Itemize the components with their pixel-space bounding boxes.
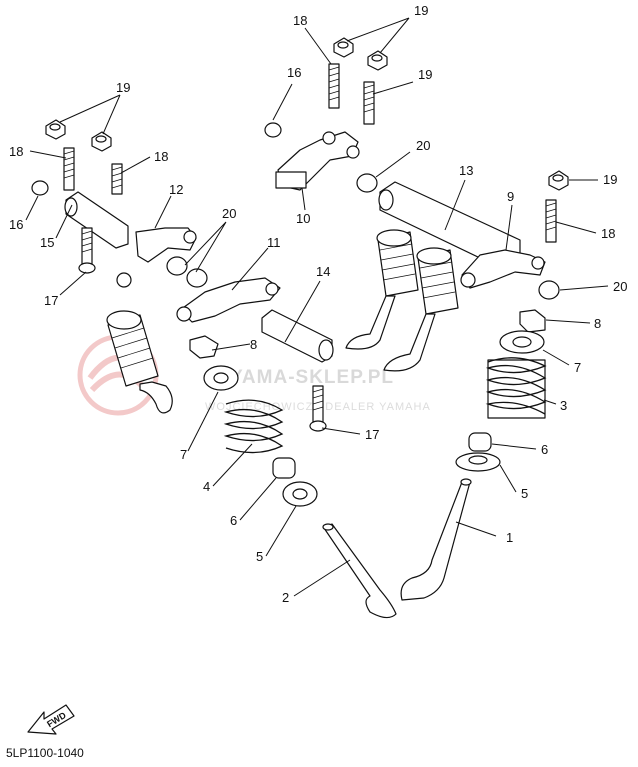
callout-4: 4 bbox=[203, 479, 210, 494]
callout-8-right: 8 bbox=[594, 316, 601, 331]
adjusting-screw-18-right bbox=[545, 199, 557, 243]
callout-19-left: 19 bbox=[116, 80, 130, 95]
rocker-arm-11 bbox=[176, 277, 281, 323]
valve-cotter-8-left bbox=[189, 335, 219, 359]
lock-nut-19-left-b bbox=[91, 131, 112, 152]
callout-18-top: 18 bbox=[293, 13, 307, 28]
bolt-17-left bbox=[78, 227, 96, 274]
callout-17-left: 17 bbox=[44, 293, 58, 308]
spring-retainer-7-right bbox=[499, 330, 545, 354]
callout-10: 10 bbox=[296, 211, 310, 226]
rocker-arm-9 bbox=[460, 249, 546, 289]
leader-lines bbox=[25, 17, 609, 597]
callout-16-left: 16 bbox=[9, 217, 23, 232]
washer-20-left-a bbox=[166, 256, 188, 276]
valve-stem-seal-6-right bbox=[468, 432, 492, 452]
adjusting-screw-18-left-a bbox=[63, 147, 75, 191]
valve-spring-3 bbox=[485, 357, 547, 419]
callout-14: 14 bbox=[316, 264, 330, 279]
o-ring-16-top bbox=[264, 122, 282, 138]
valve-assembly-left bbox=[106, 310, 173, 414]
fwd-arrow: FWD bbox=[27, 704, 75, 735]
callout-18-left-b: 18 bbox=[154, 149, 168, 164]
callout-20-left: 20 bbox=[222, 206, 236, 221]
callout-2: 2 bbox=[282, 590, 289, 605]
callout-13: 13 bbox=[459, 163, 473, 178]
watermark-title: YAMA-SKLEP.PL bbox=[230, 367, 394, 388]
spring-seat-5-left bbox=[282, 481, 318, 507]
exhaust-valve-1 bbox=[400, 478, 472, 601]
callout-8-left: 8 bbox=[250, 337, 257, 352]
callout-3: 3 bbox=[560, 398, 567, 413]
callout-15: 15 bbox=[40, 235, 54, 250]
callout-9: 9 bbox=[507, 189, 514, 204]
rocker-arm-10 bbox=[275, 131, 360, 191]
rocker-shaft-15 bbox=[64, 191, 129, 249]
callout-18-top-b: 19 bbox=[418, 67, 432, 82]
callout-6-right: 6 bbox=[541, 442, 548, 457]
callout-18-right: 18 bbox=[601, 226, 615, 241]
part-code: 5LP1100-1040 bbox=[6, 746, 84, 760]
valve-stem-seal-6-left bbox=[272, 457, 296, 479]
intake-valve-2 bbox=[322, 523, 397, 619]
callout-16-top: 16 bbox=[287, 65, 301, 80]
callout-20-top: 20 bbox=[416, 138, 430, 153]
callout-5-right: 5 bbox=[521, 486, 528, 501]
adjusting-screw-18-top-b bbox=[363, 81, 375, 125]
callout-6-left: 6 bbox=[230, 513, 237, 528]
adjusting-screw-18-top-a bbox=[328, 63, 340, 109]
callout-11: 11 bbox=[267, 235, 281, 250]
lock-nut-19-top-b bbox=[367, 50, 388, 71]
valve-cotter-8-right bbox=[519, 309, 546, 333]
callout-numbers: 19 18 16 19 20 10 13 9 19 18 20 8 7 3 6 … bbox=[9, 3, 627, 605]
spring-retainer-7-left bbox=[203, 365, 239, 391]
callout-7-right: 7 bbox=[574, 360, 581, 375]
washer-20-top bbox=[356, 173, 378, 193]
o-ring-16-left bbox=[31, 180, 49, 196]
valve-spring-4 bbox=[223, 399, 284, 454]
callout-19-top: 19 bbox=[414, 3, 428, 18]
callout-1: 1 bbox=[506, 530, 513, 545]
rocker-shaft-14 bbox=[261, 309, 334, 363]
rocker-arm-12 bbox=[116, 227, 197, 288]
callout-18-left-a: 18 bbox=[9, 144, 23, 159]
lock-nut-19-top-a bbox=[333, 37, 354, 58]
callout-20-right: 20 bbox=[613, 279, 627, 294]
spring-seat-5-right bbox=[455, 452, 501, 472]
callout-17-center: 17 bbox=[365, 427, 379, 442]
washer-20-right bbox=[538, 280, 560, 300]
washer-20-left-b bbox=[186, 268, 208, 288]
callout-12: 12 bbox=[169, 182, 183, 197]
lock-nut-19-right bbox=[548, 170, 569, 191]
callout-7-left: 7 bbox=[180, 447, 187, 462]
bolt-17-center bbox=[309, 385, 327, 432]
callout-5-left: 5 bbox=[256, 549, 263, 564]
valve-assembly-pair bbox=[345, 229, 459, 372]
adjusting-screw-18-left-b bbox=[111, 163, 123, 195]
callout-19-right: 19 bbox=[603, 172, 617, 187]
lock-nut-19-left-a bbox=[45, 119, 66, 140]
